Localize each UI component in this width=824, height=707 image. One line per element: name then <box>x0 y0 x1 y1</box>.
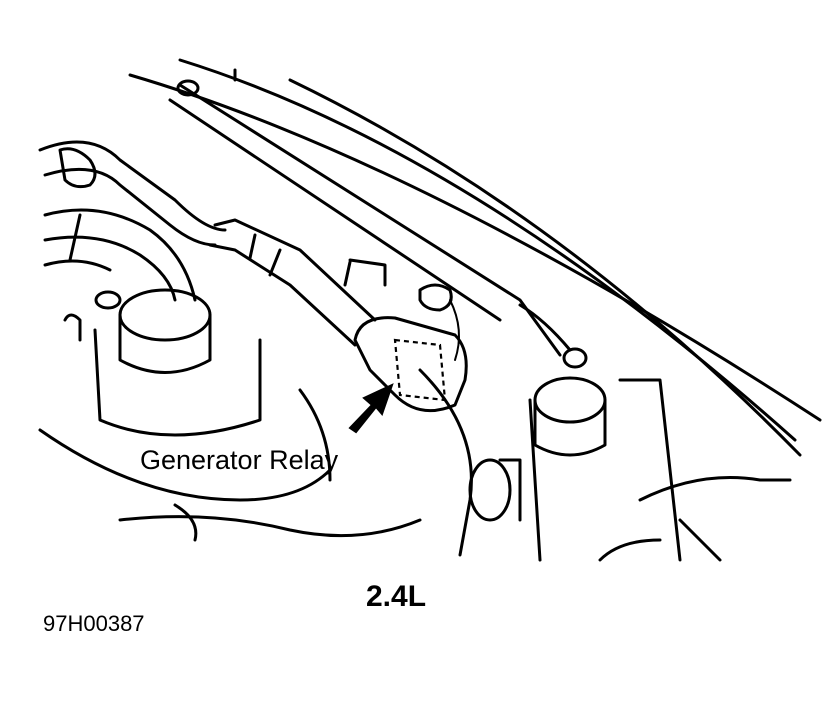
wiring-tube <box>208 218 387 347</box>
generator-relay-label: Generator Relay <box>140 445 339 475</box>
reservoir <box>63 288 262 437</box>
hose-assembly <box>38 140 227 302</box>
cowl-panel <box>168 79 588 369</box>
lower-engine-lines <box>38 368 542 562</box>
hood-edge-lines <box>128 58 822 457</box>
figure-id-label: 97H00387 <box>43 611 145 636</box>
engine-size-label: 2.4L <box>366 580 427 613</box>
right-cylinder <box>533 376 792 562</box>
generator-relay-body <box>353 283 468 413</box>
relay-pointer-arrow <box>348 383 394 434</box>
